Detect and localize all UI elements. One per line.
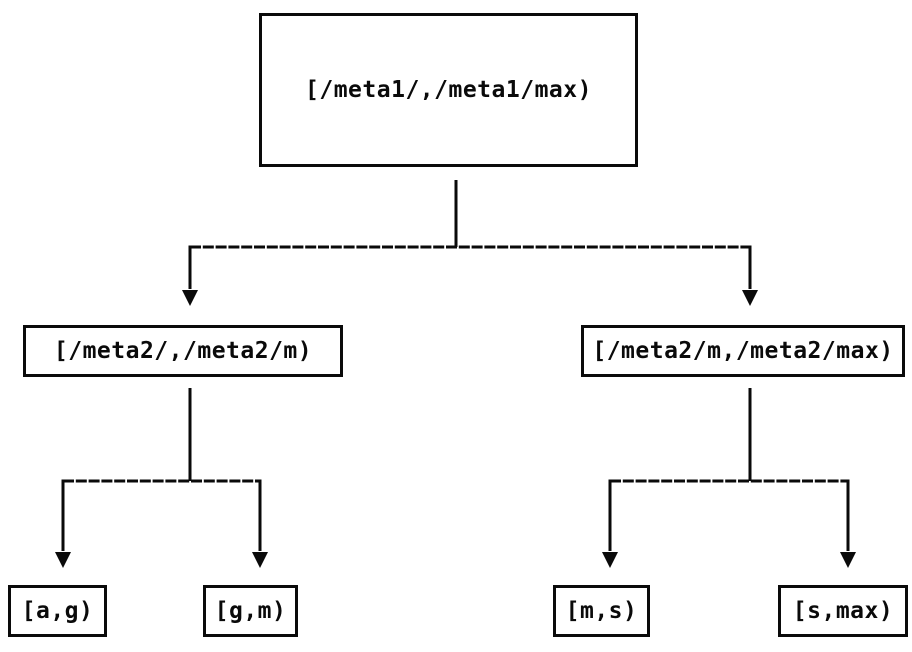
node-leaf-m-s: [m,s) [553, 585, 650, 637]
node-label: [/meta1/,/meta1/max) [305, 77, 592, 103]
edge-meta2high-children [602, 388, 856, 568]
arrowhead-down-icon [840, 552, 856, 568]
node-meta2-high-range: [/meta2/m,/meta2/max) [581, 325, 905, 377]
node-root-range: [/meta1/,/meta1/max) [259, 13, 638, 167]
node-leaf-a-g: [a,g) [8, 585, 107, 637]
node-label: [a,g) [21, 598, 94, 624]
node-leaf-s-max: [s,max) [778, 585, 908, 637]
node-meta2-low-range: [/meta2/,/meta2/m) [23, 325, 343, 377]
node-leaf-g-m: [g,m) [203, 585, 298, 637]
node-label: [s,max) [792, 598, 894, 624]
node-label: [/meta2/,/meta2/m) [53, 338, 313, 364]
arrowhead-down-icon [252, 552, 268, 568]
arrowhead-down-icon [602, 552, 618, 568]
node-label: [g,m) [214, 598, 287, 624]
arrowhead-down-icon [182, 290, 198, 306]
arrowhead-down-icon [55, 552, 71, 568]
edge-meta2low-children [55, 388, 268, 568]
arrowhead-down-icon [742, 290, 758, 306]
node-label: [/meta2/m,/meta2/max) [592, 338, 894, 364]
node-label: [m,s) [565, 598, 638, 624]
edge-root-children [182, 180, 758, 306]
